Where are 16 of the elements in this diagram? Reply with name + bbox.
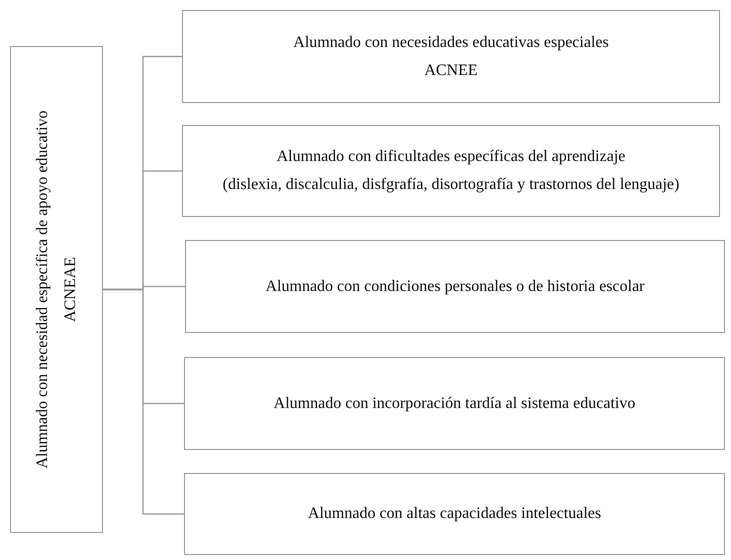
subcategory-box: [185, 240, 725, 333]
category-title: Alumnado con necesidades educativas especiales: [293, 32, 609, 53]
category-title: Alumnado con condiciones personales o de historia escolar: [266, 276, 644, 297]
category-note: (dislexia, discalculia, disfgrafía, disortografía y trastornos del lenguaje): [222, 175, 680, 195]
connector-line: [103, 288, 184, 515]
category-title: Alumnado con altas capacidades intelectuales: [308, 504, 602, 524]
category-title: Alumnado con necesidad específica de apoyo educativo: [32, 110, 52, 469]
category-box: [10, 46, 103, 533]
subcategory-box: [184, 357, 725, 450]
category-title: Alumnado con incorporación tardía al sistema educativo: [274, 394, 636, 414]
subcategory-box: [182, 125, 720, 217]
category-title: Alumnado con dificultades específicas del aprendizaje: [276, 147, 626, 168]
category-note: ACNEE: [424, 60, 478, 80]
subcategory-box: [182, 10, 720, 103]
subcategory-box: [184, 473, 725, 555]
category-note: ACNEAE: [60, 257, 80, 322]
